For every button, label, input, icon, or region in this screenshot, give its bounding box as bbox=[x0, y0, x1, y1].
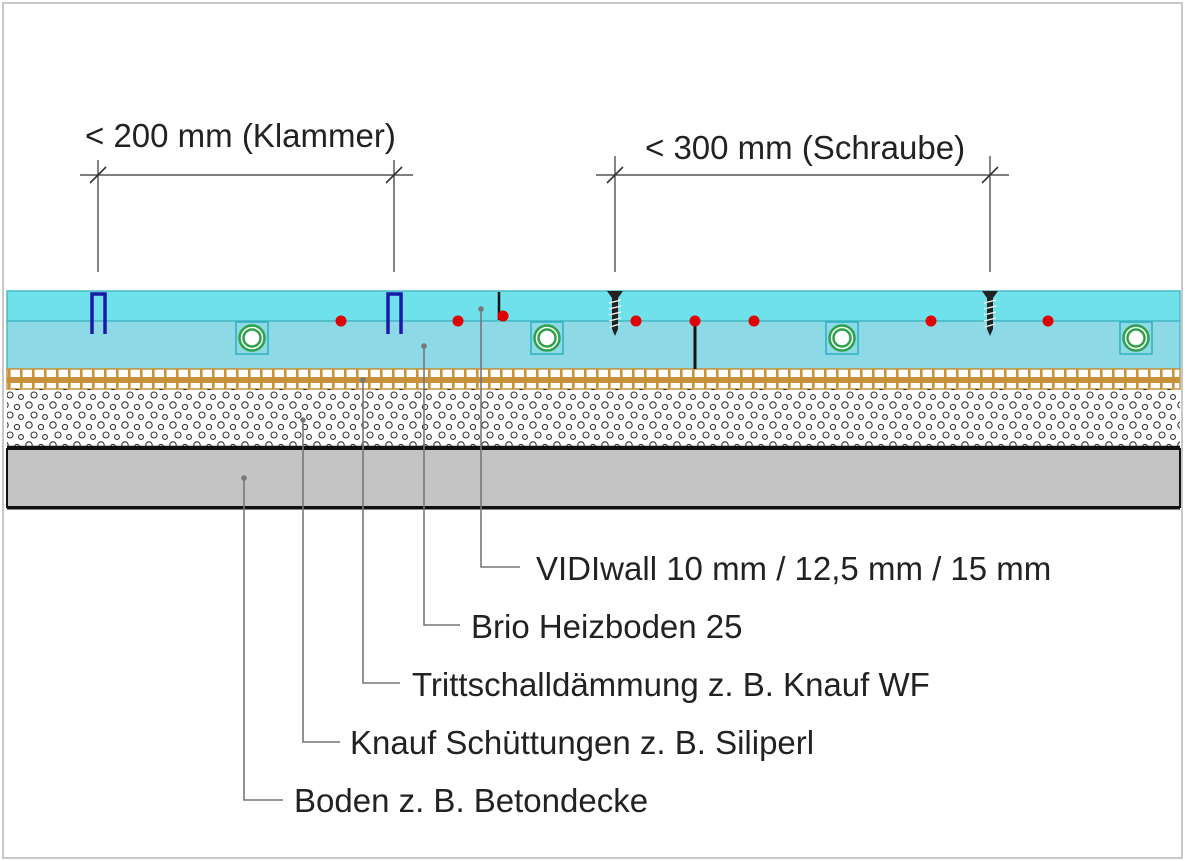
staple-icon bbox=[386, 292, 403, 334]
heating-pipe bbox=[235, 321, 269, 355]
heating-pipe bbox=[1119, 321, 1153, 355]
leader-betondecke bbox=[243, 478, 283, 801]
label-heizboden: Brio Heizboden 25 bbox=[471, 608, 743, 645]
screw-icon bbox=[607, 291, 623, 336]
label-betondecke: Boden z. B. Betondecke bbox=[294, 782, 648, 819]
dimension-klammer-label: < 200 mm (Klammer) bbox=[85, 117, 396, 154]
screw-icon bbox=[982, 291, 998, 336]
label-schuettung: Knauf Schüttungen z. B. Siliperl bbox=[350, 724, 814, 761]
dimension-schraube-label: < 300 mm (Schraube) bbox=[645, 129, 965, 166]
heating-pipe bbox=[825, 321, 859, 355]
heating-pipe bbox=[530, 321, 564, 355]
schuettung-layer bbox=[7, 389, 1180, 447]
label-trittschall: Trittschalldämmung z. B. Knauf WF bbox=[412, 666, 930, 703]
heizboden-layer bbox=[6, 320, 1181, 370]
trittschall-layer bbox=[6, 368, 1181, 390]
leader-vidiwall bbox=[480, 309, 520, 568]
leader-schuettung bbox=[302, 420, 340, 743]
vidiwall-layer bbox=[6, 290, 1181, 322]
dimension-klammer bbox=[80, 160, 413, 272]
dimension-schraube bbox=[596, 156, 1009, 272]
betondecke-layer bbox=[6, 448, 1181, 508]
leader-trittschall bbox=[362, 380, 400, 684]
label-vidiwall: VIDIwall 10 mm / 12,5 mm / 15 mm bbox=[536, 550, 1051, 587]
staple-icon bbox=[90, 292, 107, 334]
marker-dots bbox=[335, 310, 1054, 327]
leader-heizboden bbox=[423, 346, 460, 626]
